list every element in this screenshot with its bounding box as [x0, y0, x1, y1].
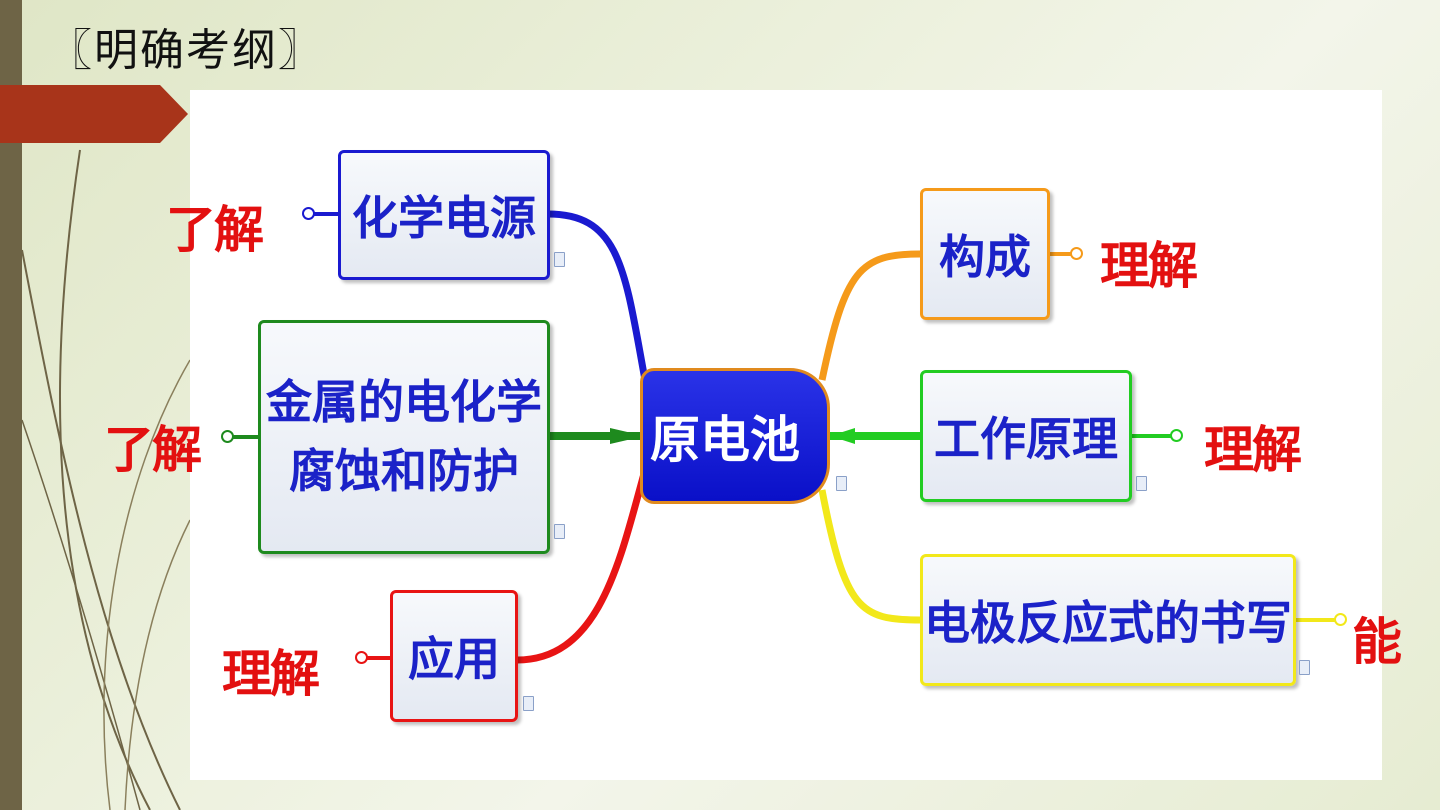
collapse-knob-icon[interactable]	[221, 430, 234, 443]
level-label: 理解	[222, 644, 320, 703]
connector-composition	[818, 250, 921, 381]
note-icon	[836, 476, 847, 491]
level-label: 了解	[104, 420, 202, 479]
note-icon	[1299, 660, 1310, 675]
note-icon	[554, 524, 565, 539]
decorative-lines	[21, 149, 191, 810]
node-working-principle[interactable]: 工作原理	[920, 370, 1132, 502]
node-center-primary-battery[interactable]: 原电池	[640, 368, 830, 504]
note-icon	[523, 696, 534, 711]
level-label: 理解	[1204, 420, 1302, 479]
connector-electrode	[818, 489, 921, 624]
level-label: 理解	[1100, 236, 1198, 295]
title-ribbon	[0, 85, 188, 143]
connector-chemical-power	[547, 210, 649, 381]
node-composition[interactable]: 构成	[920, 188, 1050, 320]
note-icon	[554, 252, 565, 267]
collapse-knob-icon[interactable]	[355, 651, 368, 664]
collapse-knob-icon[interactable]	[1334, 613, 1347, 626]
node-application[interactable]: 应用	[390, 590, 518, 722]
page-title: 〖明确考纲〗	[48, 25, 324, 76]
collapse-knob-icon[interactable]	[1170, 429, 1183, 442]
collapse-knob-icon[interactable]	[1070, 247, 1083, 260]
level-label: 能	[1352, 612, 1402, 671]
note-icon	[1136, 476, 1147, 491]
node-electrode-equation[interactable]: 电极反应式的书写	[920, 554, 1296, 686]
left-accent-bar	[0, 0, 22, 810]
connector-application	[516, 469, 649, 664]
node-chemical-power[interactable]: 化学电源	[338, 150, 550, 280]
level-label: 了解	[166, 200, 264, 259]
collapse-knob-icon[interactable]	[302, 207, 315, 220]
node-corrosion-protection[interactable]: 金属的电化学 腐蚀和防护	[258, 320, 550, 554]
